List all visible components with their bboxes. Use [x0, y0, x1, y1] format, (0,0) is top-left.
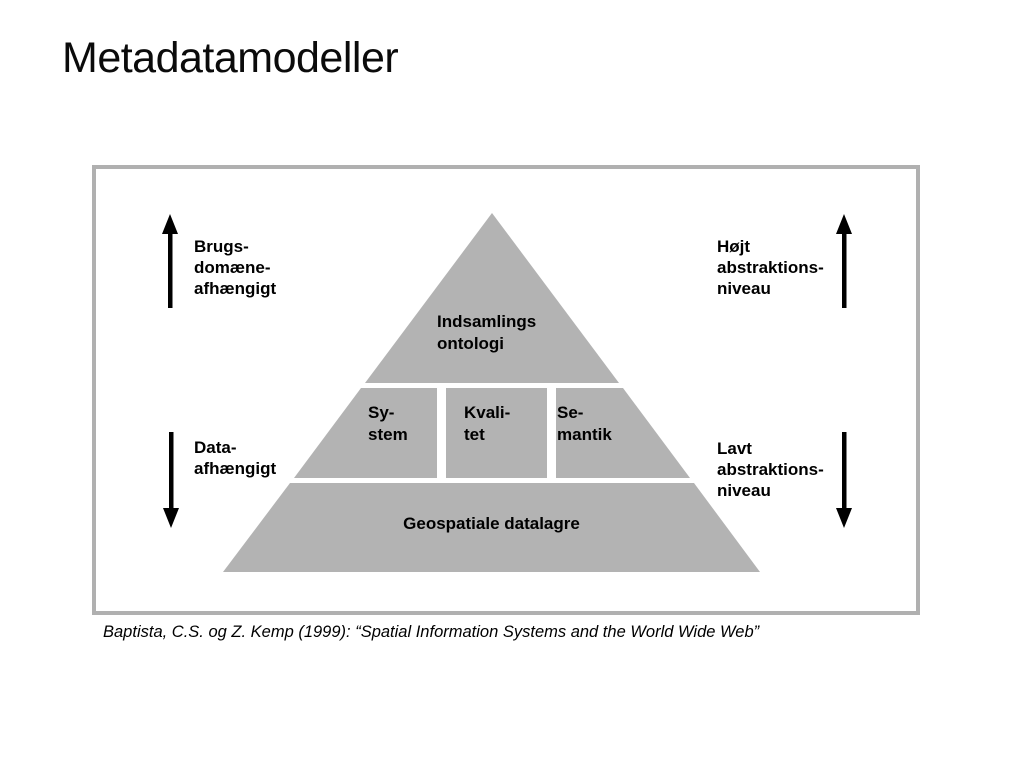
pyramid-middle-right-label: Se- mantik [557, 403, 612, 444]
annotation-right-top: Højt abstraktions- niveau [717, 237, 824, 298]
annotation-right-bottom: Lavt abstraktions- niveau [717, 439, 824, 500]
pyramid-middle-left-label: Sy- stem [368, 403, 408, 444]
annotation-left-top: Brugs- domæne- afhængigt [194, 237, 277, 298]
citation-text: Baptista, C.S. og Z. Kemp (1999): “Spati… [103, 623, 760, 641]
annotation-left-bottom: Data- afhængigt [194, 438, 277, 478]
pyramid-bottom-label: Geospatiale datalagre [403, 514, 580, 533]
pyramid-top-label: Indsamlings ontologi [437, 312, 537, 353]
pyramid-middle-center-label: Kvali- tet [464, 403, 511, 444]
diagram-frame [92, 165, 920, 615]
page-title: Metadatamodeller [62, 34, 399, 82]
